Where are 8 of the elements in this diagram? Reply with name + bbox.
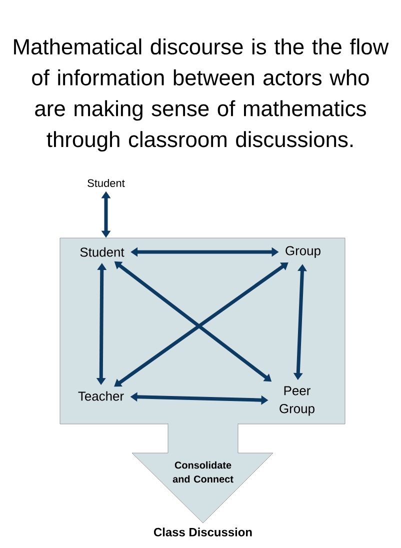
node-label: Peer Group [280,386,314,416]
title: Mathematical discourse is the the flow of information between actors who are making sense of mathematics through classroom discussions. [14,38,389,152]
node-label: Group [286,246,320,258]
node-label: Student [88,178,125,188]
panel-box [60,238,346,424]
node-label: Class Discussion [154,528,252,536]
node-label: Student [80,247,124,257]
node-label: Teacher [78,391,124,401]
